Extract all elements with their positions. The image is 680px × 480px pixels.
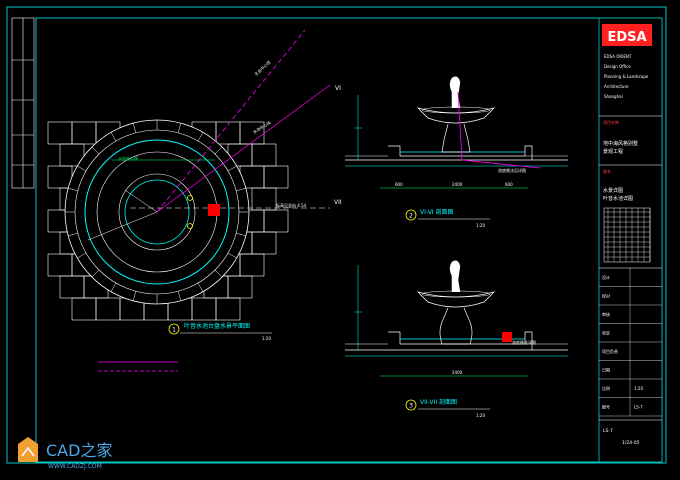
company-line: Design Office — [604, 64, 631, 69]
basin-bowl-a — [416, 107, 496, 124]
dim-a-2: 2400 — [452, 182, 463, 187]
section-a: 600 2400 600 池底做法见详图 2 VI-VI 剖面图 1:20 — [345, 76, 568, 228]
nozzle-icon — [187, 195, 193, 201]
plan-title: 叶音水池台盘水景平面图 — [184, 322, 250, 330]
company-line: EDSA ORIENT — [604, 54, 632, 59]
section-b-label: 池底做法详图 — [512, 339, 536, 345]
section-b-number-circle — [405, 399, 417, 411]
pool-wall-b — [388, 331, 533, 350]
statue-a — [449, 76, 461, 109]
company-line: Shanghai — [604, 94, 623, 99]
pedestal-b — [439, 307, 473, 345]
ring-joints — [65, 120, 249, 304]
drawing-name-2: 叶音水池详图 — [603, 195, 633, 202]
dim-a-1: 600 — [395, 182, 403, 187]
project-name-1: 地中海风格别墅 — [603, 140, 638, 147]
callout-text-2: 水池中心线 — [251, 119, 271, 135]
section-b: 2400 池底做法详图 3 VII-VII 剖面图 1:20 — [345, 260, 568, 418]
view-number-circle — [168, 323, 180, 335]
section-a-title: VI-VI 剖面图 — [420, 208, 453, 216]
pool-edge-ring — [84, 139, 230, 285]
section-a-number: 2 — [409, 213, 413, 220]
drawing-name-1: 水景详图 — [603, 187, 623, 194]
watermark-logo-icon — [18, 437, 38, 462]
section-a-number-circle — [405, 209, 417, 221]
section-b-number: 3 — [409, 403, 413, 410]
field-label: 设计 — [602, 274, 610, 280]
statue-b — [449, 260, 461, 293]
plan-scale: 1:20 — [262, 336, 271, 341]
watermark-brand: CAD之家 — [46, 441, 112, 460]
pipe-a — [457, 91, 463, 161]
field-value: LS-7 — [634, 405, 643, 410]
section-b-scale: 1:20 — [476, 413, 485, 418]
drain-icon — [187, 223, 193, 229]
edsa-logo-text: EDSA — [607, 30, 646, 45]
section-a-label: 池底做法见详图 — [498, 167, 526, 173]
field-label: 审核 — [602, 311, 610, 317]
field-label: 项目负责 — [602, 348, 618, 354]
basin-bowl-b — [416, 291, 496, 308]
dim-a-3: 600 — [505, 182, 513, 187]
field-label: 日期 — [602, 367, 610, 373]
watermark: CAD之家 WWW.CADZJ.COM — [18, 437, 112, 470]
pedestal-a — [441, 123, 471, 153]
project-name-2: 景观工程 — [603, 148, 623, 155]
watermark-url: WWW.CADZJ.COM — [48, 463, 102, 470]
sheet-no: LS-7 — [603, 428, 613, 434]
section-a-scale: 1:20 — [476, 223, 485, 228]
view-number: 1 — [172, 327, 176, 334]
pump-marker — [208, 204, 220, 216]
pipe-line-diagonal — [156, 29, 306, 213]
field-label: 校对 — [602, 293, 610, 299]
field-label: 审定 — [602, 330, 610, 336]
drawing-heading: 图名 — [603, 168, 611, 174]
binding-strip — [11, 17, 35, 189]
section-tag-vi: VI — [335, 85, 341, 92]
dim-label: 水台中心线 — [118, 155, 138, 161]
pool-wall-a — [388, 145, 533, 160]
plan-view: VI VII 水台中心线 水池中心线 水台中心线 标高见竖向 4.54 1 叶音… — [47, 29, 342, 341]
basin-ring — [118, 173, 196, 251]
field-value: 1:20 — [634, 386, 643, 391]
company-line: Planning & Landscape — [604, 74, 649, 79]
radius-line-1 — [87, 211, 158, 241]
legend — [98, 361, 178, 372]
level-label: 标高见竖向 4.54 — [276, 202, 307, 208]
project-heading: 项目名称 — [603, 119, 619, 125]
radius-line-2 — [124, 189, 158, 213]
section-b-title: VII-VII 剖面图 — [420, 398, 457, 406]
field-label: 比例 — [602, 385, 610, 391]
key-plan-hatch — [604, 208, 651, 262]
dim-b-1: 2400 — [452, 370, 463, 375]
field-label: 图号 — [602, 404, 610, 410]
section-tag-vii: VII — [334, 199, 342, 206]
pump-marker-b — [502, 332, 512, 342]
basin-inner-ring — [124, 179, 190, 245]
sheet-code: 1/24-05 — [622, 440, 640, 446]
edsa-logo — [602, 24, 652, 46]
pipe-line-2 — [156, 84, 331, 213]
company-line: Architecture — [604, 84, 629, 89]
outer-border — [6, 6, 667, 464]
